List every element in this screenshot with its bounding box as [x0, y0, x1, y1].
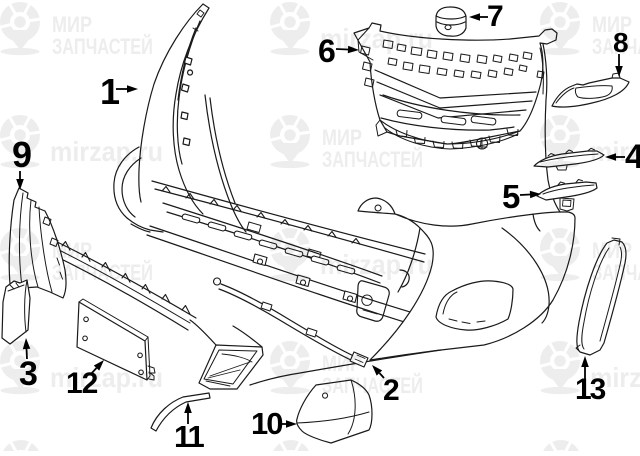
svg-text:11: 11	[174, 419, 205, 451]
svg-text:ЗАПЧАСТЕЙ: ЗАПЧАСТЕЙ	[52, 260, 153, 285]
svg-text:ЗАПЧАСТЕЙ: ЗАПЧАСТЕЙ	[322, 147, 423, 172]
svg-text:1: 1	[100, 71, 120, 112]
svg-text:mirzap.ru: mirzap.ru	[320, 23, 433, 54]
svg-text:mirzap.ru: mirzap.ru	[50, 362, 163, 393]
svg-text:МИР: МИР	[322, 351, 362, 376]
svg-text:ЗАПЧАСТЕЙ: ЗАПЧАСТЕЙ	[592, 34, 640, 59]
svg-text:2: 2	[383, 374, 400, 407]
svg-text:ЗАПЧАСТЕЙ: ЗАПЧАСТЕЙ	[322, 373, 423, 398]
svg-text:mirzap.ru: mirzap.ru	[50, 136, 163, 167]
svg-text:МИР: МИР	[322, 125, 362, 150]
svg-text:mirzap.ru: mirzap.ru	[590, 362, 640, 393]
svg-text:ЗАПЧАСТЕЙ: ЗАПЧАСТЕЙ	[592, 260, 640, 285]
svg-text:МИР: МИР	[592, 12, 632, 37]
svg-text:МИР: МИР	[52, 12, 92, 37]
svg-text:mirzap.ru: mirzap.ru	[590, 136, 640, 167]
svg-text:7: 7	[487, 0, 504, 33]
svg-text:mirzap.ru: mirzap.ru	[320, 249, 433, 280]
svg-text:МИР: МИР	[52, 238, 92, 263]
svg-text:6: 6	[318, 33, 336, 69]
svg-text:5: 5	[502, 178, 520, 215]
svg-text:8: 8	[613, 27, 629, 58]
svg-text:4: 4	[625, 138, 640, 176]
svg-text:13: 13	[575, 373, 606, 406]
svg-text:ЗАПЧАСТЕЙ: ЗАПЧАСТЕЙ	[52, 34, 153, 59]
svg-text:МИР: МИР	[592, 238, 632, 263]
svg-text:10: 10	[251, 406, 282, 441]
